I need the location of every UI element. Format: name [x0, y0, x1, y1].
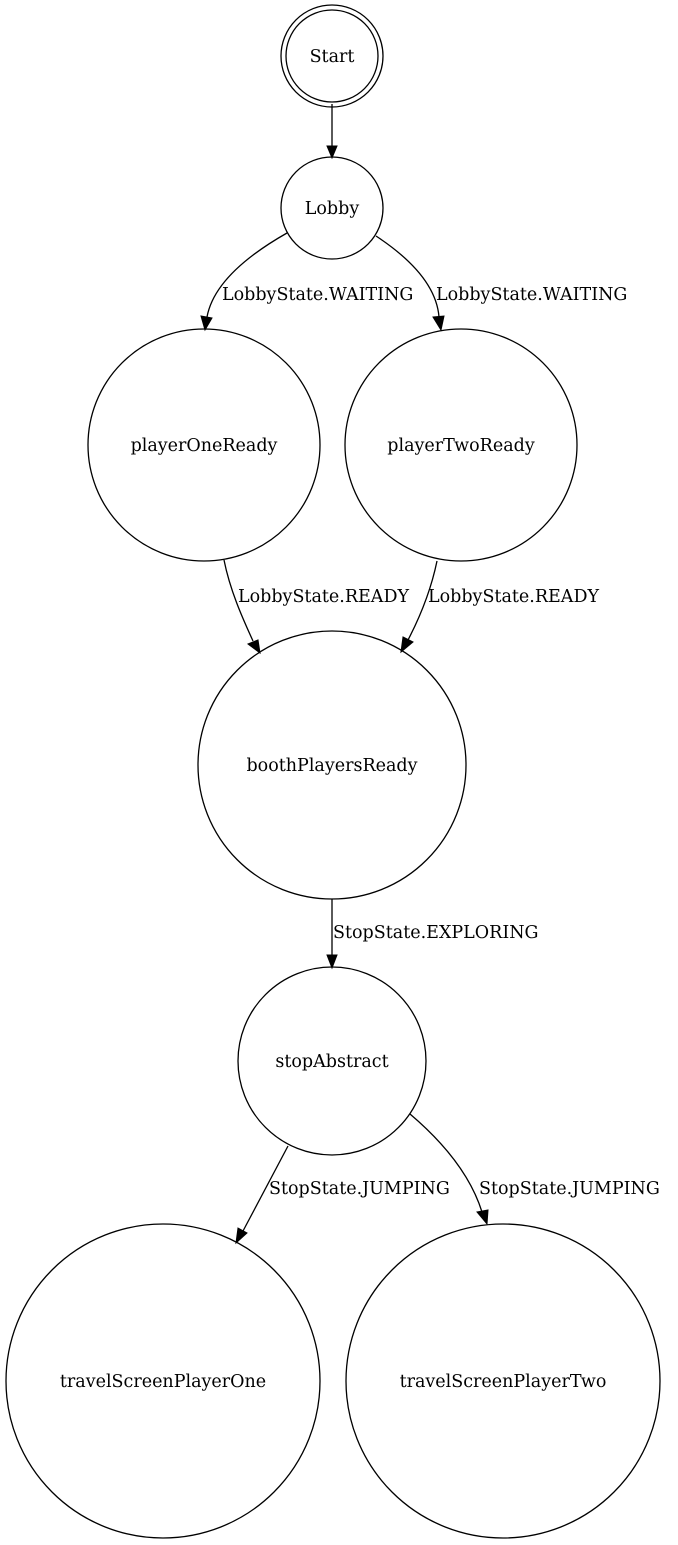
arrowhead [476, 1209, 489, 1226]
node-label-player-two-ready: playerTwoReady [387, 436, 535, 456]
arrowhead [400, 636, 414, 654]
edge-label-stop-to-travel-one: StopState.JUMPING [269, 1179, 450, 1199]
edge-label-player-one-to-booth: LobbyState.READY [238, 587, 409, 607]
node-label-travel-screen-player-two: travelScreenPlayerTwo [400, 1372, 607, 1392]
edge-booth-to-stop: StopState.EXPLORING [326, 899, 539, 970]
edge-lobby-to-player-two-ready: LobbyState.WAITING [375, 235, 627, 332]
edge-label-lobby-to-player-one: LobbyState.WAITING [222, 285, 413, 305]
node-label-stop-abstract: stopAbstract [275, 1052, 388, 1072]
edge-start-to-lobby [326, 104, 338, 160]
arrowhead [200, 315, 213, 332]
edge-lobby-to-player-one-ready: LobbyState.WAITING [200, 232, 413, 332]
arrowhead [235, 1227, 248, 1245]
arrowhead [432, 315, 445, 332]
node-start: Start [280, 4, 384, 108]
edges: LobbyState.WAITING LobbyState.WAITING Lo… [200, 104, 660, 1245]
edge-stop-to-travel-one: StopState.JUMPING [235, 1145, 450, 1245]
node-travel-screen-player-two: travelScreenPlayerTwo [345, 1223, 661, 1539]
node-label-start: Start [310, 47, 355, 67]
node-booth-players-ready: boothPlayersReady [197, 630, 467, 900]
node-label-travel-screen-player-one: travelScreenPlayerOne [60, 1372, 266, 1392]
edge-stop-to-travel-two: StopState.JUMPING [409, 1113, 660, 1226]
edge-label-player-two-to-booth: LobbyState.READY [428, 587, 599, 607]
node-stop-abstract: stopAbstract [237, 966, 427, 1156]
node-label-booth-players-ready: boothPlayersReady [246, 756, 417, 776]
start-outer-ring [280, 4, 384, 108]
node-travel-screen-player-one: travelScreenPlayerOne [5, 1223, 321, 1539]
edge-player-one-to-booth: LobbyState.READY [223, 559, 409, 655]
edge-label-booth-to-stop: StopState.EXPLORING [333, 923, 539, 943]
arrowhead [326, 954, 338, 970]
arrowhead [326, 145, 338, 160]
edge-label-stop-to-travel-two: StopState.JUMPING [479, 1179, 660, 1199]
node-label-lobby: Lobby [305, 199, 360, 219]
node-player-two-ready: playerTwoReady [344, 328, 578, 562]
arrowhead [246, 639, 261, 655]
node-lobby: Lobby [280, 156, 384, 260]
edge-player-two-to-booth: LobbyState.READY [400, 560, 599, 654]
edge-label-lobby-to-player-two: LobbyState.WAITING [436, 285, 627, 305]
nodes: Start Lobby playerOneReady playerTwoRead… [5, 4, 661, 1539]
node-player-one-ready: playerOneReady [87, 328, 321, 562]
node-label-player-one-ready: playerOneReady [131, 436, 278, 456]
start-inner-ring [285, 9, 379, 103]
